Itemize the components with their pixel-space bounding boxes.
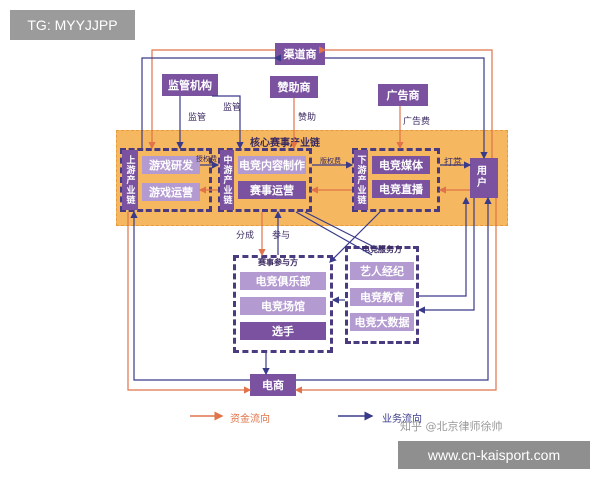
bigdata-node: 电竞大数据 [350,313,414,331]
midstream-label-block: 中游产业链 [220,150,234,210]
esports-media-node: 电竞媒体 [372,156,430,174]
participants-group [233,255,333,353]
game-dev-node: 游戏研发 [142,156,200,174]
edge-label-revenue-share: 分成 [236,231,255,241]
midstream-label: 中游产业链 [221,155,232,205]
club-node: 电竞俱乐部 [240,272,326,290]
downstream-label-block: 下游产业链 [354,150,368,210]
participants-title: 赛事参与方 [258,258,298,267]
site-url-label: www.cn-kaisport.com [398,441,590,469]
player-node: 选手 [240,322,326,340]
ecommerce-node: 电商 [250,374,296,396]
core-title: 核心赛事产业链 [250,138,320,149]
legend-money-flow: 资金流向 [230,414,270,425]
downstream-label: 下游产业链 [355,155,366,205]
services-title: 电竞服务方 [362,245,402,254]
edge-label-supervise-left: 监管 [188,113,207,123]
channel-node: 渠道商 [275,43,325,65]
content-production-node: 电竞内容制作 [238,156,306,174]
edge-label-ad-fee: 广告费 [403,117,431,127]
esports-live-node: 电竞直播 [372,180,430,198]
user-node: 用户 [470,158,498,198]
event-ops-node: 赛事运营 [238,181,306,199]
education-node: 电竞教育 [350,288,414,306]
edge-label-license-fee-b: 版权费 [320,157,341,165]
game-ops-node: 游戏运营 [142,183,200,201]
downstream-group [352,148,440,212]
tag-label: TG: MYYJJPP [10,10,135,40]
edge-label-license-fee-a: 授权费 [196,155,217,163]
edge-label-participate: 参与 [272,231,291,241]
upstream-label-block: 上游产业链 [122,150,138,210]
upstream-group [120,148,212,212]
edge-label-tip: 打赏 [444,158,463,168]
midstream-group [218,148,312,212]
sponsor-node: 赞助商 [270,76,318,98]
legend-business-flow: 业务流向 [382,414,422,425]
edge-label-supervise-right: 监管 [223,103,242,113]
advertiser-node: 广告商 [378,84,428,106]
edge-label-sponsor: 赞助 [298,113,317,123]
watermark: 知乎 @北京律师徐帅 [400,420,503,433]
regulator-node: 监管机构 [162,74,218,96]
agency-node: 艺人经纪 [350,262,414,280]
upstream-label: 上游产业链 [124,155,135,205]
venue-node: 电竞场馆 [240,297,326,315]
services-group [345,246,419,344]
